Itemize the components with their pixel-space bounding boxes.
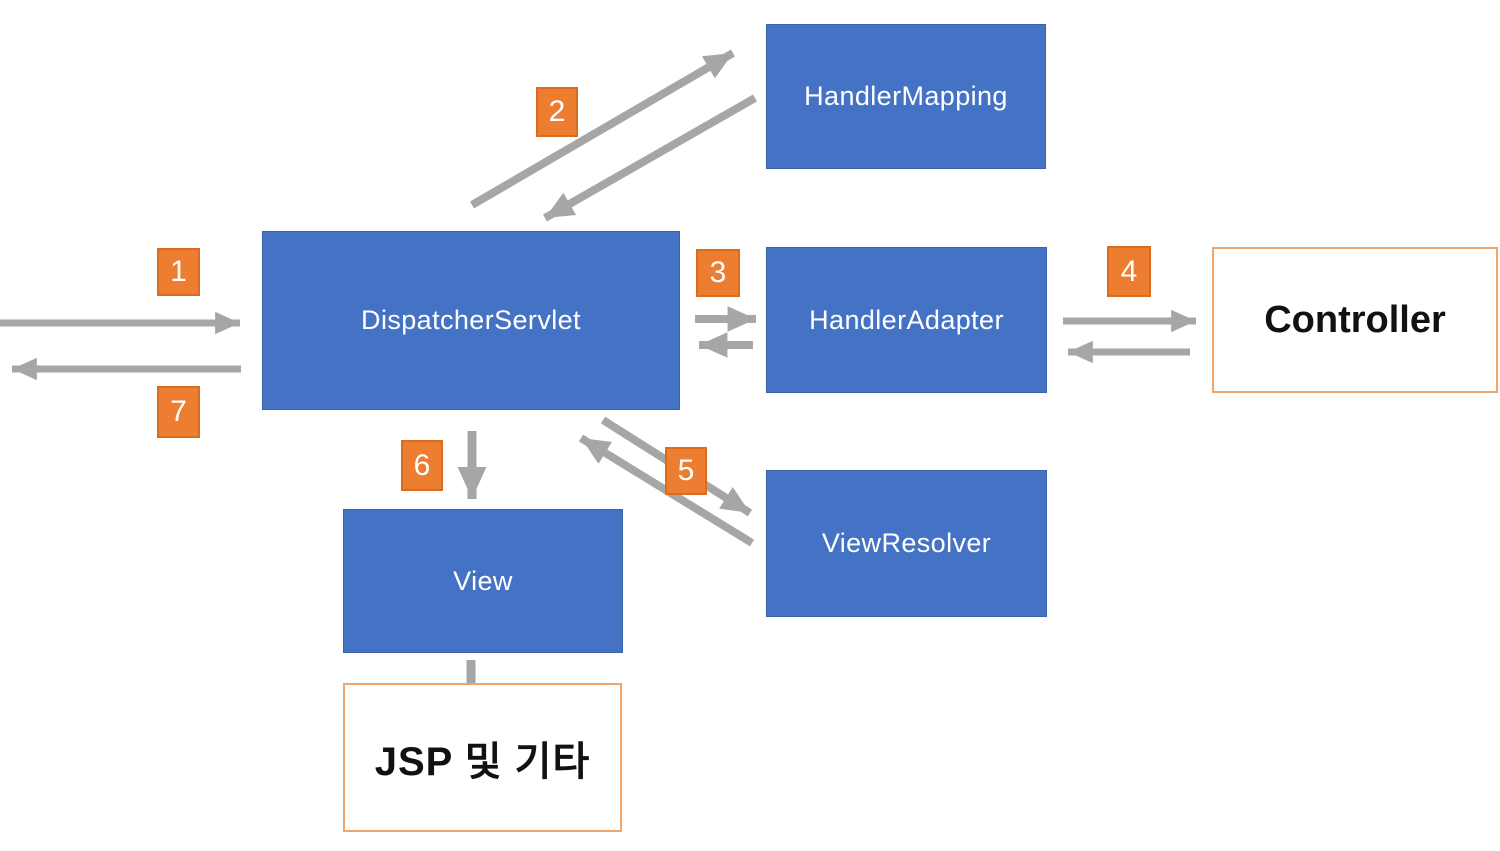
badge-step-3-label: 3: [709, 256, 727, 289]
badge-step-2: 2: [536, 87, 578, 137]
badge-step-1-label: 1: [170, 255, 187, 288]
node-dispatcher-servlet-label: DispatcherServlet: [361, 305, 581, 335]
node-controller-label: Controller: [1264, 298, 1446, 341]
node-handler-adapter[interactable]: HandlerAdapter: [766, 247, 1047, 393]
arrow-2-to-handler-mapping: [469, 49, 736, 209]
badge-step-4-label: 4: [1120, 254, 1138, 288]
arrow-2-from-handler-mapping: [543, 94, 757, 222]
node-dispatcher-servlet[interactable]: DispatcherServlet: [262, 231, 680, 410]
node-view-resolver-label: ViewResolver: [821, 528, 992, 558]
badge-step-5-label: 5: [677, 454, 695, 487]
node-view-label: View: [453, 565, 513, 596]
badge-step-5: 5: [665, 447, 707, 495]
node-handler-mapping[interactable]: HandlerMapping: [766, 24, 1046, 169]
node-jsp-label: JSP 및 기타: [374, 739, 591, 784]
node-controller[interactable]: Controller: [1212, 247, 1498, 393]
node-view-resolver[interactable]: ViewResolver: [766, 470, 1047, 617]
node-handler-mapping-label: HandlerMapping: [804, 81, 1008, 111]
badge-step-1: 1: [157, 248, 200, 296]
badge-step-7-label: 7: [170, 395, 187, 428]
badge-step-2-label: 2: [548, 95, 566, 128]
badge-step-6-label: 6: [413, 448, 431, 482]
badge-step-3: 3: [696, 249, 740, 297]
node-handler-adapter-label: HandlerAdapter: [809, 304, 1004, 335]
badge-step-6: 6: [401, 440, 443, 491]
node-jsp[interactable]: JSP 및 기타: [343, 683, 622, 832]
node-view[interactable]: View: [343, 509, 623, 653]
badge-step-7: 7: [157, 386, 200, 438]
badge-step-4: 4: [1107, 246, 1151, 297]
